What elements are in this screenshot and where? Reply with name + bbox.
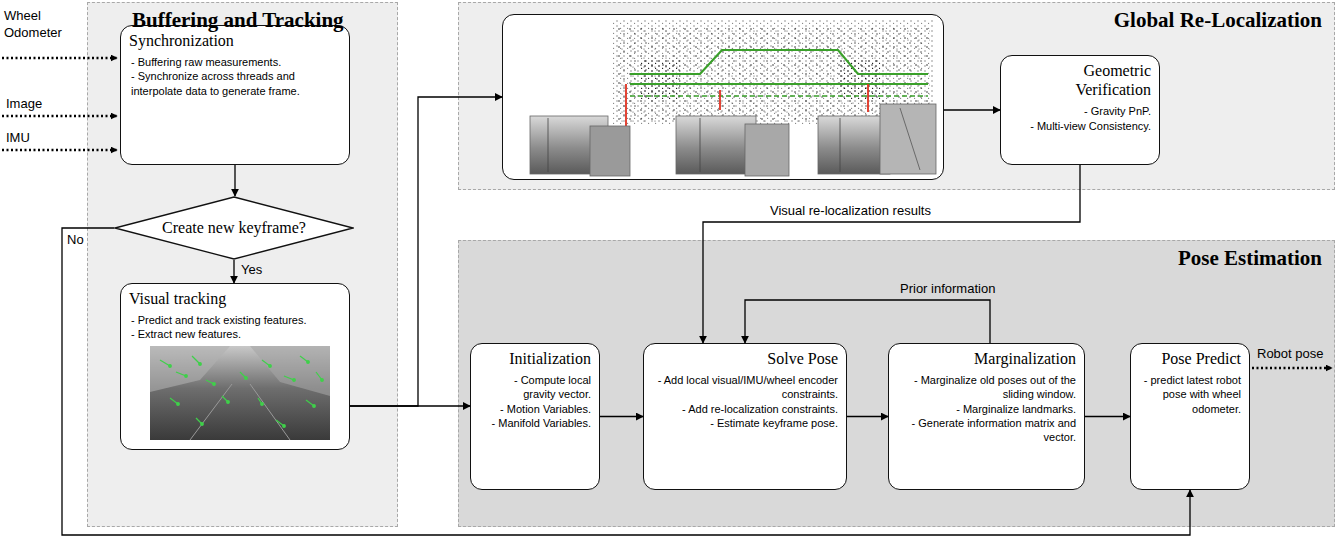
edge-label: Visual re-localization results xyxy=(770,203,931,220)
box-heading: Geometric Verification xyxy=(1009,61,1151,99)
bullet-text: - Motion Variables. xyxy=(479,402,591,416)
bullet-text: - Marginalize landmarks. xyxy=(897,402,1076,416)
flow-arrow xyxy=(600,416,643,417)
process-box: Solve Pose - Add local visual/IMU/wheel e… xyxy=(643,343,847,490)
match-line xyxy=(719,90,721,110)
flow-arrow xyxy=(62,228,1190,535)
group-title: Pose Estimation xyxy=(459,241,1322,271)
trajectory xyxy=(630,95,928,97)
bullet-text: - Estimate keyframe pose. xyxy=(652,416,838,430)
input-label: IMU xyxy=(6,130,30,147)
bullet-text: - predict latest robot pose with wheel o… xyxy=(1139,373,1241,416)
image-input xyxy=(2,115,117,118)
odometer-input xyxy=(2,57,117,60)
edge-label: Yes xyxy=(241,262,262,279)
flow-arrow xyxy=(350,97,502,406)
input-label: Wheel Odometer xyxy=(4,8,76,42)
output-label: Robot pose xyxy=(1257,346,1324,363)
bullet-text: - Gravity PnP. xyxy=(1009,104,1151,118)
flow-arrow xyxy=(847,416,888,417)
input-label: Image xyxy=(6,96,42,113)
bullet-text: - Predict and track existing features. xyxy=(129,313,341,327)
process-box: Synchronization - Buffering raw measureme… xyxy=(120,25,350,165)
process-box: Initialization - Compute local gravity ve… xyxy=(470,343,600,490)
box-heading: Visual tracking xyxy=(129,289,341,308)
process-box: Geometric Verification - Gravity PnP.- Mu… xyxy=(1000,55,1160,165)
relocalization-map xyxy=(530,20,936,176)
flow-arrow xyxy=(745,300,990,343)
bullet-text: - Synchronize across threads and interpo… xyxy=(129,69,341,98)
process-box: Marginalization - Marginalize old poses o… xyxy=(888,343,1085,490)
point-cloud xyxy=(840,60,880,100)
point-cloud xyxy=(640,60,680,100)
flow-arrow xyxy=(703,165,1080,343)
bullet-text: - Generate information matrix and vector… xyxy=(897,416,1076,445)
trajectory xyxy=(630,83,928,85)
box-heading: Synchronization xyxy=(129,31,341,50)
match-line xyxy=(625,84,627,130)
bullet-text: - Manifold Variables. xyxy=(479,416,591,430)
flow-arrow xyxy=(234,165,235,196)
bullet-text: - Add local visual/IMU/wheel encoder con… xyxy=(652,373,838,402)
camera-frame xyxy=(150,346,330,440)
imu-input xyxy=(2,149,117,152)
box-heading: Solve Pose xyxy=(652,349,838,368)
bullet-text: - Buffering raw measurements. xyxy=(129,55,341,69)
box-heading: Create new keyframe? xyxy=(162,219,306,237)
flow-arrow xyxy=(1085,416,1130,417)
match-line xyxy=(867,84,869,112)
camera-photos xyxy=(530,104,936,176)
edge-label: Prior information xyxy=(900,281,995,298)
group-title: Buffering and Tracking xyxy=(132,3,397,33)
box-heading: Marginalization xyxy=(897,349,1076,368)
edge-label: No xyxy=(67,232,84,249)
process-box: Pose Predict - predict latest robot pose … xyxy=(1130,343,1250,490)
flow-arrow xyxy=(350,405,470,406)
trajectory xyxy=(630,50,928,74)
group-title: Global Re-Localization xyxy=(459,3,1322,33)
flow-arrow xyxy=(233,260,234,283)
decision-diamond: Create new keyframe? xyxy=(114,196,354,260)
robot-pose-output xyxy=(1252,367,1332,370)
box-heading: Initialization xyxy=(479,349,591,368)
feature-tracks xyxy=(160,356,323,427)
bullet-text: - Compute local gravity vector. xyxy=(479,373,591,402)
process-group: Pose EstimationInitialization - Compute l… xyxy=(458,240,1335,527)
bullet-text: - Extract new features. xyxy=(129,327,341,341)
bullet-text: - Marginalize old poses out of the slidi… xyxy=(897,373,1076,402)
bullet-text: - Multi-view Consistency. xyxy=(1009,119,1151,133)
box-heading: Pose Predict xyxy=(1139,349,1241,368)
flow-arrow xyxy=(944,109,1000,110)
bullet-text: - Add re-localization constraints. xyxy=(652,402,838,416)
tracking-image xyxy=(150,346,330,440)
